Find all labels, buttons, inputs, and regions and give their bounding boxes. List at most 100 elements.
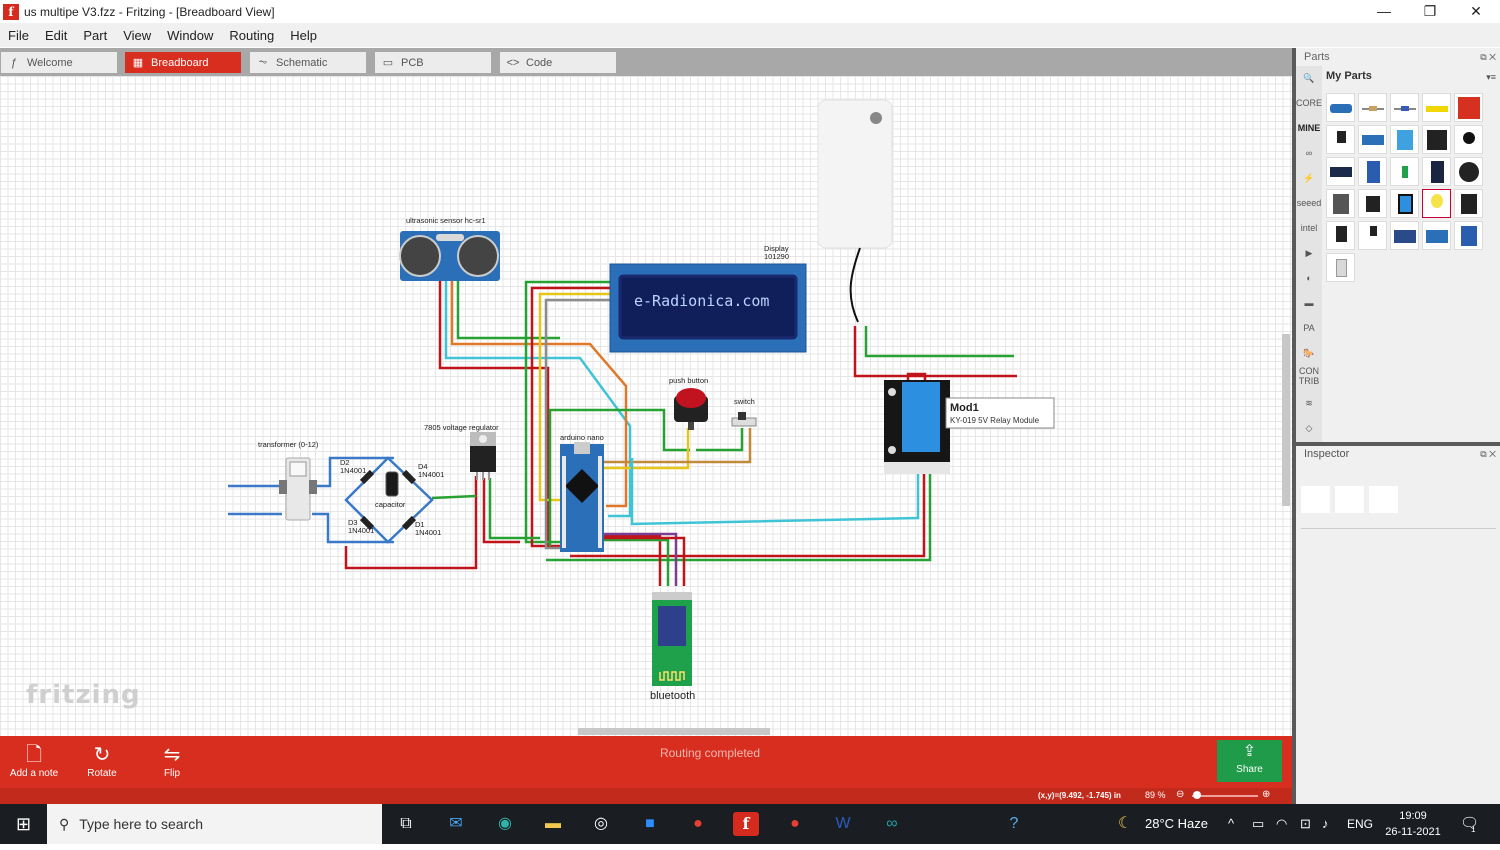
ultrasonic-sensor[interactable] [399, 231, 500, 281]
mail-icon[interactable]: ✉ [449, 815, 463, 832]
tray-chevron-icon[interactable]: ^ [1228, 816, 1235, 831]
bluetooth-module[interactable] [652, 592, 692, 686]
menu-window[interactable]: Window [167, 27, 214, 43]
vertical-scrollbar[interactable] [1282, 334, 1290, 506]
bin-mine[interactable]: MINE [1297, 123, 1321, 133]
part-resistor[interactable] [1358, 93, 1387, 122]
chrome-icon-2[interactable]: ● [790, 815, 800, 832]
bin-snootlab[interactable]: ▶ [1305, 248, 1313, 258]
slide-switch[interactable] [731, 412, 757, 427]
panel-divider[interactable] [1296, 442, 1500, 446]
zoom-slider[interactable] [1192, 795, 1258, 797]
tab-schematic[interactable]: ⏦Schematic [250, 52, 366, 73]
horizontal-scrollbar[interactable] [578, 728, 770, 735]
wire-relay-gnd[interactable] [546, 460, 932, 562]
weather-text[interactable]: 28°C Haze [1145, 816, 1209, 831]
part-dark-board[interactable] [1454, 189, 1483, 218]
windows-start-icon[interactable]: ⊞ [15, 814, 32, 834]
part-led-strip[interactable] [1422, 93, 1451, 122]
part-piezo[interactable] [1454, 125, 1483, 154]
wire-lcd-gnd[interactable] [524, 280, 612, 544]
part-black-chip[interactable] [1358, 189, 1387, 218]
part-sensor-blue[interactable] [1390, 125, 1419, 154]
menu-help[interactable]: Help [290, 27, 317, 43]
wire-us-gnd[interactable] [456, 276, 560, 340]
part-small-green[interactable] [1390, 157, 1419, 186]
bin-pa[interactable]: PA [1303, 323, 1315, 333]
wifi-icon[interactable]: ◠ [1276, 816, 1288, 831]
tab-breadboard[interactable]: ▦Breadboard [125, 52, 241, 73]
part-diode[interactable] [1390, 93, 1419, 122]
part-red-module[interactable] [1454, 93, 1483, 122]
wire-bt-gnd[interactable] [574, 538, 670, 586]
edge-icon[interactable]: ◉ [498, 815, 512, 832]
wire-reg-out[interactable] [482, 478, 520, 544]
menu-part[interactable]: Part [83, 27, 108, 43]
bin-seeed[interactable]: seeed [1296, 198, 1322, 208]
part-board-blue[interactable] [1358, 157, 1387, 186]
network-icon[interactable]: ⊡ [1300, 816, 1311, 831]
push-button[interactable] [674, 388, 708, 430]
flip-button[interactable]: ⇋ Flip [140, 742, 204, 779]
transformer[interactable] [279, 457, 317, 521]
bin-contrib[interactable]: CON TRIB [1298, 366, 1320, 386]
bin-animal[interactable]: 🐎 [1303, 348, 1315, 358]
tab-pcb[interactable]: ▭PCB [375, 52, 491, 73]
arduino-nano[interactable] [560, 442, 604, 552]
part-arduino[interactable] [1390, 221, 1419, 250]
power-plug-device[interactable] [817, 99, 893, 249]
wire-us-trig[interactable] [444, 276, 632, 518]
volume-icon[interactable]: ♪ [1322, 816, 1329, 831]
minimize-button[interactable]: — [1377, 3, 1391, 19]
bin-core[interactable]: CORE [1296, 98, 1323, 108]
task-view-icon[interactable]: ⧉ [400, 815, 412, 832]
wire-switch[interactable] [604, 428, 752, 464]
part-gray-sensor[interactable] [1326, 189, 1355, 218]
battery-icon[interactable]: ▭ [1252, 816, 1265, 831]
wire-button-gnd[interactable] [548, 408, 690, 546]
bin-menu-icon[interactable]: ▾≡ [1486, 72, 1496, 82]
bridge-rectifier[interactable] [344, 456, 434, 544]
relay-module[interactable] [884, 380, 950, 474]
zoom-out-icon[interactable]: ⊖ [1176, 789, 1185, 800]
zoom-in-icon[interactable]: ⊕ [1262, 789, 1271, 800]
menu-file[interactable]: File [8, 27, 29, 43]
chrome-icon[interactable]: ● [693, 815, 703, 832]
wire-relay-vcc[interactable] [570, 460, 926, 558]
word-icon[interactable]: W [835, 815, 851, 832]
add-note-button[interactable]: 🗋 Add a note [2, 742, 66, 779]
zoom-app-icon[interactable]: ■ [645, 815, 655, 832]
part-lcd-small[interactable] [1358, 125, 1387, 154]
part-arduino-2[interactable] [1422, 221, 1451, 250]
lcd-display[interactable] [609, 263, 807, 353]
wire-bt-rx[interactable] [582, 536, 686, 586]
voltage-regulator[interactable] [470, 432, 496, 480]
wire-relay-red[interactable] [853, 326, 1017, 378]
share-button[interactable]: ⇪ Share [1217, 740, 1282, 782]
bin-arduino[interactable]: ∞ [1305, 148, 1313, 158]
arduino-ide-icon[interactable]: ∞ [886, 815, 898, 832]
part-blue-relay[interactable] [1390, 189, 1419, 218]
wire-bridge-pos[interactable] [431, 494, 477, 500]
notification-icon[interactable]: 🗨 [1460, 815, 1480, 832]
fritzing-taskbar-icon[interactable]: f [733, 812, 759, 836]
wire-relay-signal[interactable] [630, 458, 920, 526]
bin-more[interactable]: ◇ [1305, 423, 1313, 433]
zoom-slider-handle[interactable] [1193, 791, 1201, 799]
part-transistor-2[interactable] [1358, 221, 1387, 250]
bin-temp[interactable]: ≋ [1305, 398, 1313, 408]
taskbar-clock[interactable]: 19:09 26-11-2021 [1380, 808, 1446, 840]
part-keypad[interactable] [1422, 125, 1451, 154]
part-blue-board[interactable] [1454, 221, 1483, 250]
taskbar-search[interactable]: ⚲ Type here to search [47, 804, 382, 844]
menu-edit[interactable]: Edit [44, 27, 68, 43]
parts-panel-controls[interactable]: ⧉ ✕ [1480, 52, 1496, 62]
wire-bt-tx[interactable] [578, 532, 678, 586]
inspector-panel-controls[interactable]: ⧉ ✕ [1480, 449, 1496, 459]
breadboard-canvas[interactable]: ultrasonic sensor hc-sr1 Display 101290 … [0, 76, 1292, 736]
bin-lilypad[interactable]: ▬ [1304, 298, 1314, 308]
bin-ada[interactable]: ◐ [1306, 273, 1312, 283]
bin-sparkfun[interactable]: ⚡ [1303, 173, 1315, 183]
search-icon[interactable]: 🔍 [1303, 73, 1315, 83]
